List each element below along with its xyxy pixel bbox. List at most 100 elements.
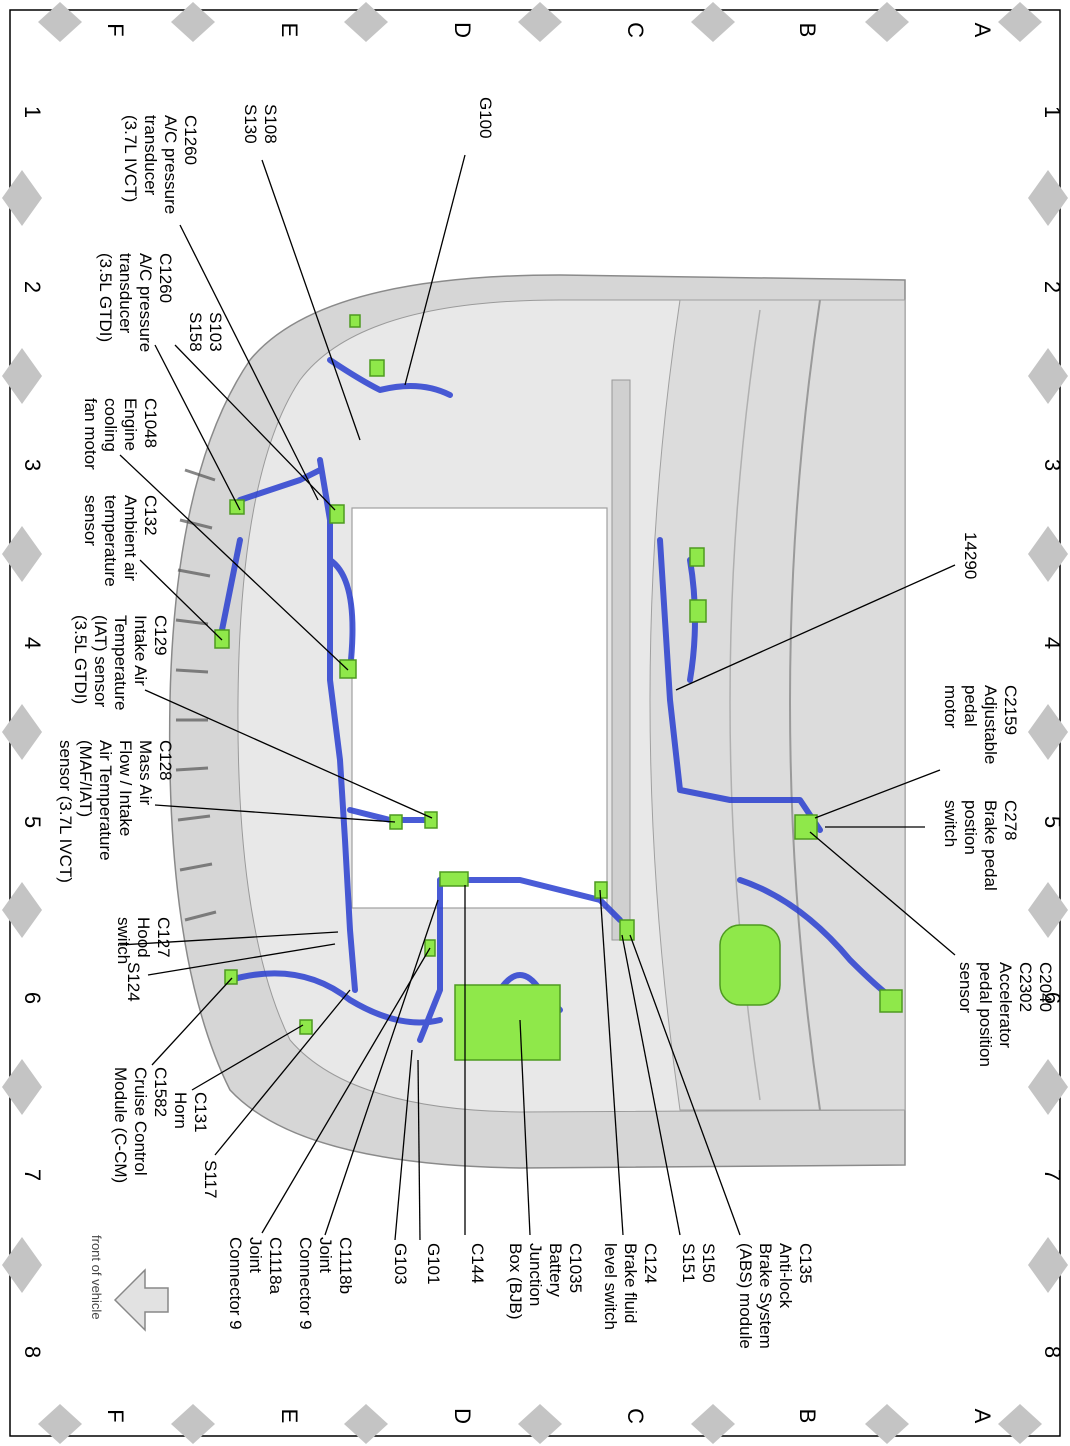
border-marker-bottom-2 <box>344 1404 388 1444</box>
callout-c1260a-line-2: A/C pressure <box>161 115 180 214</box>
callout-c127-line-3: switch <box>114 917 133 964</box>
callout-labels: G100 S108 S130 C1260 A/C pressure transd… <box>56 97 1055 1349</box>
front-of-vehicle-label: front of vehicle <box>89 1235 104 1320</box>
callout-c1035-line-1: C1035 <box>566 1243 585 1293</box>
connectors <box>214 314 903 1061</box>
border-marker-right-0 <box>1028 170 1068 226</box>
col-label-right-2: 2 <box>1040 281 1065 293</box>
border-marker-left-4 <box>2 882 42 938</box>
callout-14290: 14290 <box>961 532 980 579</box>
callout-c1582: C1582 Cruise Control Module (C-CM) <box>111 1067 170 1183</box>
callout-c1048-line-2: Engine <box>121 398 140 451</box>
callout-c128-line-3: Flow / Intake <box>116 740 135 836</box>
callout-c1260a-line-4: (3.7L IVCT) <box>121 115 140 202</box>
row-label-bottom-d: D <box>450 1408 475 1424</box>
callout-s108-line-1: S108 <box>261 104 280 144</box>
connector-bjb <box>454 984 561 1061</box>
border-marker-right-3 <box>1028 704 1068 760</box>
callout-c127-line-1: C127 <box>154 917 173 958</box>
callout-c1118a-line-3: Connector 9 <box>226 1237 245 1330</box>
front-of-vehicle-indicator: front of vehicle <box>89 1235 169 1332</box>
callout-c2040-line-2: C2302 <box>1016 962 1035 1012</box>
border-marker-top-4 <box>691 2 735 42</box>
callout-c1048: C1048 Engine cooling fan motor <box>81 398 160 470</box>
callout-s124: S124 <box>124 962 143 1002</box>
callout-c278-line-1: C278 <box>1001 800 1020 841</box>
callout-c128: C128 Mass Air Flow / Intake Air Temperat… <box>56 740 175 883</box>
callout-c278-line-4: switch <box>941 800 960 847</box>
border-marker-bottom-6 <box>998 1404 1042 1444</box>
callout-c129-line-1: C129 <box>151 615 170 656</box>
border-marker-bottom-0 <box>38 1404 82 1444</box>
center-support-bar <box>611 379 631 941</box>
col-label-left-5: 5 <box>20 816 45 828</box>
grille <box>175 468 217 922</box>
callout-c131-line-2: Horn <box>171 1092 190 1129</box>
callout-c124-line-1: C124 <box>641 1243 660 1284</box>
callout-s103-line-2: S158 <box>186 312 205 352</box>
callout-c1260b-line-4: (3.5L GTDI) <box>96 253 115 342</box>
callout-c132-line-3: temperature <box>101 495 120 587</box>
col-label-right-6: 6 <box>1040 992 1065 1004</box>
callout-c278: C278 Brake pedal postion switch <box>941 800 1020 891</box>
row-label-top-c: C <box>623 22 648 38</box>
arrow-left-icon <box>113 1268 169 1332</box>
col-label-left-8: 8 <box>20 1346 45 1358</box>
col-label-left-6: 6 <box>20 992 45 1004</box>
callout-c2040-line-1: C2040 <box>1036 962 1055 1012</box>
border-marker-top-0 <box>38 2 82 42</box>
border-marker-left-6 <box>2 1237 42 1293</box>
callout-c132: C132 Ambient air temperature sensor <box>81 495 160 587</box>
callout-c2159-line-2: Adjustable <box>981 685 1000 764</box>
grid-labels: A B C D E F A B C D E F 1 2 3 4 5 6 7 8 … <box>20 22 1065 1424</box>
border-marker-top-3 <box>518 2 562 42</box>
callout-c1118a-line-1: C1118a <box>266 1237 285 1295</box>
engine-bay-opening <box>351 507 608 909</box>
callout-c278-line-3: postion <box>961 800 980 855</box>
callout-c144-line-1: C144 <box>468 1243 487 1284</box>
callout-c2040-line-5: sensor <box>956 962 975 1013</box>
col-label-left-3: 3 <box>20 459 45 471</box>
border-marker-left-1 <box>2 348 42 404</box>
callout-c1118b-line-2: Joint <box>316 1237 335 1273</box>
callout-g103-line-1: G103 <box>391 1243 410 1285</box>
callout-s103-line-1: S103 <box>206 312 225 352</box>
row-label-bottom-f: F <box>103 1409 128 1422</box>
callout-g101-line-1: G101 <box>424 1243 443 1285</box>
callout-c1048-line-1: C1048 <box>141 398 160 448</box>
callout-g101: G101 <box>424 1243 443 1285</box>
callout-s150-line-2: S151 <box>679 1243 698 1283</box>
col-label-left-2: 2 <box>20 281 45 293</box>
callout-c1582-line-1: C1582 <box>151 1067 170 1117</box>
cowl-structure <box>649 299 906 1111</box>
callout-s150-line-1: S150 <box>699 1243 718 1283</box>
row-label-top-a: A <box>970 23 995 38</box>
row-label-bottom-c: C <box>623 1408 648 1424</box>
border-marker-left-2 <box>2 526 42 582</box>
border-marker-right-5 <box>1028 1059 1068 1115</box>
callout-c1118b: C1118b Joint Connector 9 <box>296 1237 355 1330</box>
callout-c132-line-2: Ambient air <box>121 495 140 581</box>
callout-c132-line-4: sensor <box>81 495 100 546</box>
callout-c127: C127 Hood switch <box>114 917 173 964</box>
callout-c1260-gtdi: C1260 A/C pressure transducer (3.5L GTDI… <box>96 253 175 352</box>
border-marker-bottom-5 <box>865 1404 909 1444</box>
border-marker-top-6 <box>998 2 1042 42</box>
callout-c2159-line-4: motor <box>941 685 960 729</box>
callout-c1035-line-2: Battery <box>546 1243 565 1297</box>
callout-c129-line-4: (IAT) sensor <box>91 615 110 708</box>
border-marker-right-4 <box>1028 882 1068 938</box>
connector-abs <box>719 924 781 1006</box>
callout-c2159: C2159 Adjustable pedal motor <box>941 685 1020 764</box>
callout-c1118b-line-3: Connector 9 <box>296 1237 315 1330</box>
col-label-right-8: 8 <box>1040 1346 1065 1358</box>
callout-s108-line-2: S130 <box>241 104 260 144</box>
col-label-right-3: 3 <box>1040 459 1065 471</box>
callout-c128-line-1: C128 <box>156 740 175 781</box>
firewall <box>789 299 821 1111</box>
callout-c1118a: C1118a Joint Connector 9 <box>226 1237 285 1330</box>
border-marker-left-3 <box>2 704 42 760</box>
